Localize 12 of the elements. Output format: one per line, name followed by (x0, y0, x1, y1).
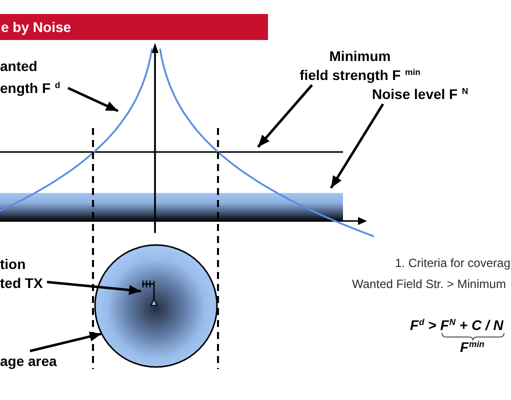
title-banner: e by Noise (0, 14, 268, 40)
criteria-text: Wanted Field Str. > Minimum (352, 276, 506, 293)
inequality-formula: F$^{d}$ > F$^{N}$ + C / N (410, 316, 504, 334)
coverage-circle (94, 244, 218, 368)
criteria-heading: 1. Criteria for coverag (395, 255, 510, 272)
leader-arrow (46, 280, 142, 295)
formula-term: F$^{min}$ (460, 338, 484, 356)
callout-label: Noise level F $^{N}$ (372, 85, 478, 104)
antenna-icon (141, 279, 159, 307)
callout-label: age area (0, 351, 60, 371)
callout-label: tion ted TX (0, 255, 47, 293)
leader-arrow (30, 332, 102, 352)
